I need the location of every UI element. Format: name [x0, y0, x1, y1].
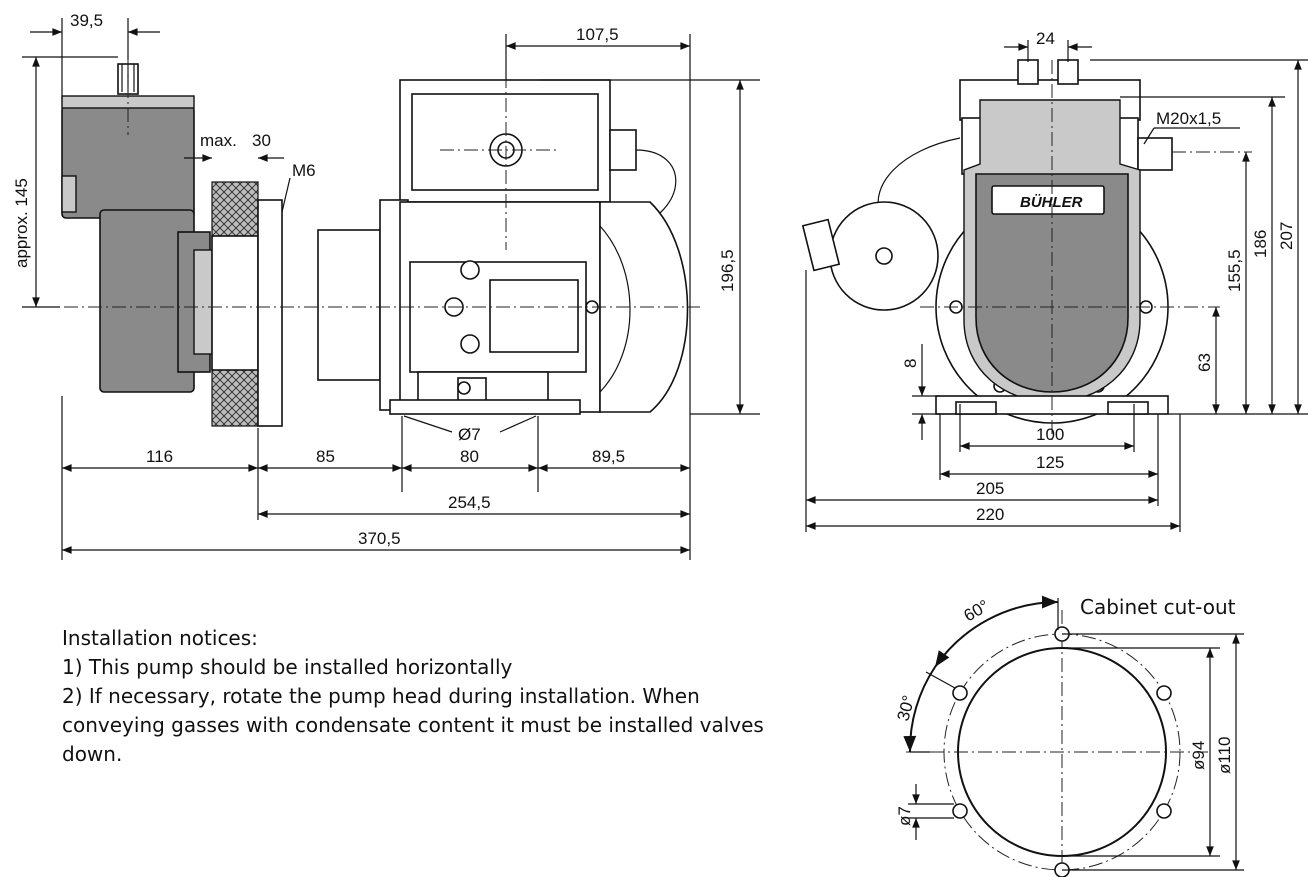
motor-flange [317, 229, 381, 381]
dim-side-80: 80 [460, 447, 479, 466]
dim-cutout-30deg: 30° [894, 693, 919, 723]
pump-head [61, 105, 195, 219]
dim-front-8: 8 [901, 359, 920, 368]
dim-side-254-5: 254,5 [448, 493, 491, 512]
dim-front-m20: M20x1,5 [1156, 109, 1221, 128]
dim-side-85: 85 [316, 447, 335, 466]
dim-front-155-5: 155,5 [1225, 249, 1244, 292]
dim-side-approx-145: approx. 145 [12, 178, 31, 268]
dim-side-107-5: 107,5 [576, 25, 619, 44]
dim-side-116: 116 [146, 447, 173, 466]
installation-notices: Installation notices: 1) This pump shoul… [62, 624, 782, 769]
notes-item-1: 1) This pump should be installed horizon… [62, 655, 513, 679]
dim-side-max-30: 30 [252, 131, 271, 150]
dim-front-205: 205 [976, 479, 1004, 498]
dim-front-186: 186 [1251, 230, 1270, 258]
side-view: 39,5 107,5 approx. 145 max. 30 M6 196,5 … [12, 11, 760, 560]
dim-side-196-5: 196,5 [718, 249, 737, 292]
notes-heading: Installation notices: [62, 626, 258, 650]
dim-front-220: 220 [976, 505, 1004, 524]
front-view: BÜHLER 24 M20x1,5 207 186 155,5 63 [801, 29, 1308, 532]
dim-cutout-60deg: 60° [961, 596, 993, 625]
dim-side-89-5: 89,5 [592, 447, 625, 466]
cabinet-cutout: Cabinet cut-out 60° 30° ø7 ø94 ø110 [894, 595, 1244, 877]
notes-item-2: 2) If necessary, rotate the pump head du… [62, 684, 764, 766]
dim-front-24: 24 [1036, 29, 1055, 48]
dim-side-39-5: 39,5 [70, 11, 103, 30]
dim-side-max-label: max. [200, 131, 237, 150]
dim-front-125: 125 [1036, 453, 1064, 472]
dim-side-370-5: 370,5 [358, 529, 401, 548]
dim-side-m6: M6 [292, 161, 316, 180]
cutout-title: Cabinet cut-out [1080, 595, 1236, 619]
buhler-logo: BÜHLER [1020, 194, 1083, 211]
dim-cutout-94: ø94 [1189, 741, 1208, 770]
dim-front-207: 207 [1277, 222, 1296, 250]
dim-front-63: 63 [1195, 353, 1214, 372]
dim-front-100: 100 [1036, 425, 1064, 444]
dim-side-bolt-hole: Ø7 [458, 425, 481, 444]
dim-cutout-110: ø110 [1215, 737, 1234, 775]
dim-cutout-hole: ø7 [895, 806, 914, 826]
